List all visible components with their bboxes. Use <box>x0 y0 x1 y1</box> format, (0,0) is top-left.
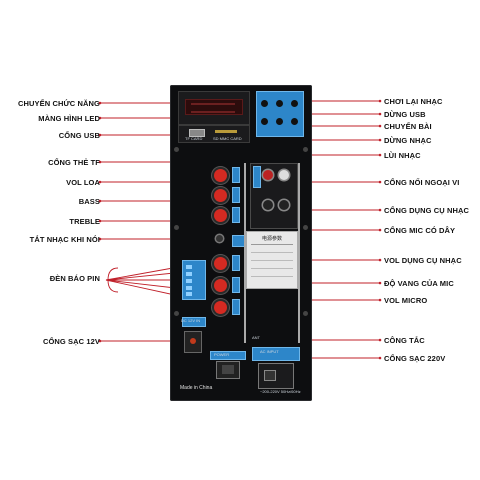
dc-12v-port[interactable] <box>184 331 202 353</box>
label-vol-micro: VOL MICRO <box>384 296 428 305</box>
label-choi-lai-nhac: CHƠI LẠI NHẠC <box>384 97 443 106</box>
sd-mmc-label: SD MMC CARD <box>213 136 242 141</box>
knob-tab <box>232 277 240 293</box>
screw <box>174 225 179 230</box>
echo-mic-knob[interactable] <box>214 279 227 292</box>
knob-tab <box>232 187 240 203</box>
label-cong-sac-12v: CỔNG SẠC 12V <box>42 337 100 346</box>
mute-on-talk-button[interactable] <box>216 235 223 242</box>
label-tat-nhac-khi-noi: TẮT NHẠC KHI NÓI <box>29 235 100 244</box>
knob-tab <box>232 299 240 315</box>
battery-led <box>186 279 192 283</box>
battery-led <box>186 265 192 269</box>
aux-in-jack-white[interactable] <box>279 170 289 180</box>
screw <box>303 147 308 152</box>
label-chuyen-chuc-nang: CHUYỂN CHỨC NĂNG <box>18 99 100 108</box>
ac-spec: ~200-220V 50Hz/60Hz <box>260 389 301 394</box>
label-lui-nhac: LÙI NHẠC <box>384 151 421 160</box>
vol-instrument-knob[interactable] <box>214 257 227 270</box>
screw <box>174 147 179 152</box>
spec-plate: 电源参数 <box>246 231 298 289</box>
knob-tab <box>232 255 240 271</box>
antenna-label: ANT <box>252 335 260 340</box>
power-tab <box>210 351 246 360</box>
back-button[interactable] <box>291 118 298 125</box>
spec-plate-title: 电源参数 <box>261 236 282 242</box>
vol-loa-knob[interactable] <box>214 169 227 182</box>
next-button[interactable] <box>276 100 283 107</box>
label-treble: TREBLE <box>69 217 100 226</box>
label-dung-nhac: DỪNG NHẠC <box>384 136 432 145</box>
knob-tab <box>232 167 240 183</box>
aux-jacks <box>250 163 298 229</box>
label-cong-sac-220v: CỔNG SẠC 220V <box>384 354 446 363</box>
power-switch[interactable] <box>216 361 240 379</box>
vol-micro-knob[interactable] <box>214 301 227 314</box>
speaker-back-panel: TF CARD SD MMC CARD ANT <box>170 85 312 401</box>
stop-button[interactable] <box>276 118 283 125</box>
mode-button[interactable] <box>261 118 268 125</box>
label-man-hinh-led: MÀNG HÌNH LED <box>38 114 100 123</box>
label-den-bao-pin: ĐÈN BÁO PIN <box>49 274 100 283</box>
label-cong-the-tf: CỔNG THẺ TF <box>48 158 100 167</box>
tf-card-slot[interactable] <box>215 130 237 133</box>
label-vol-loa: VOL LOA <box>66 178 100 187</box>
prev-button[interactable] <box>291 100 298 107</box>
label-dung-usb: DỪNG USB <box>384 110 426 119</box>
knob-tab <box>232 207 240 223</box>
antenna-right <box>298 163 300 343</box>
usb-tf-module: TF CARD SD MMC CARD <box>178 125 250 143</box>
label-cong-dung-cu-nhac: CỔNG DỤNG CỤ NHẠC <box>384 206 470 215</box>
battery-led <box>186 292 192 296</box>
battery-led <box>186 286 192 290</box>
screw <box>174 311 179 316</box>
power-label: POWER <box>214 352 230 357</box>
label-cong-tac: CÔNG TẮC <box>384 336 425 345</box>
dc-label: DC 12V IN <box>181 318 201 323</box>
label-bass: BASS <box>78 197 100 206</box>
label-do-vang-cua-mic: ĐỘ VANG CỦA MIC <box>384 279 454 288</box>
battery-led <box>186 272 192 276</box>
label-vol-dung-cu-nhac: VOL DỤNG CỤ NHẠC <box>384 256 462 265</box>
led-display <box>178 91 250 125</box>
instrument-jack[interactable] <box>263 200 273 210</box>
playback-controls <box>256 91 304 137</box>
ac-label: AC INPUT <box>260 349 279 354</box>
play-button[interactable] <box>261 100 268 107</box>
ac-220v-port[interactable] <box>258 363 294 389</box>
dc-tab <box>182 317 206 327</box>
made-in-label: Made in China <box>180 385 213 391</box>
bass-knob[interactable] <box>214 189 227 202</box>
ac-tab <box>252 347 300 361</box>
label-chuyen-bai: CHUYỂN BÀI <box>384 122 432 131</box>
screw <box>303 311 308 316</box>
led-screen <box>185 99 243 115</box>
aux-in-jack-red[interactable] <box>263 170 273 180</box>
antenna-left <box>244 163 246 343</box>
usb-port[interactable] <box>189 129 205 137</box>
screw <box>303 225 308 230</box>
aux-tab <box>253 166 261 188</box>
label-cong-usb: CỔNG USB <box>58 131 100 140</box>
label-cong-mic-co-day: CỔNG MIC CÓ DÂY <box>384 226 456 235</box>
battery-indicator <box>182 260 206 300</box>
label-cong-noi-ngoai-vi: CỔNG NỐI NGOẠI VI <box>384 178 460 187</box>
wired-mic-jack[interactable] <box>279 200 289 210</box>
treble-knob[interactable] <box>214 209 227 222</box>
tf-card-label: TF CARD <box>185 136 203 141</box>
